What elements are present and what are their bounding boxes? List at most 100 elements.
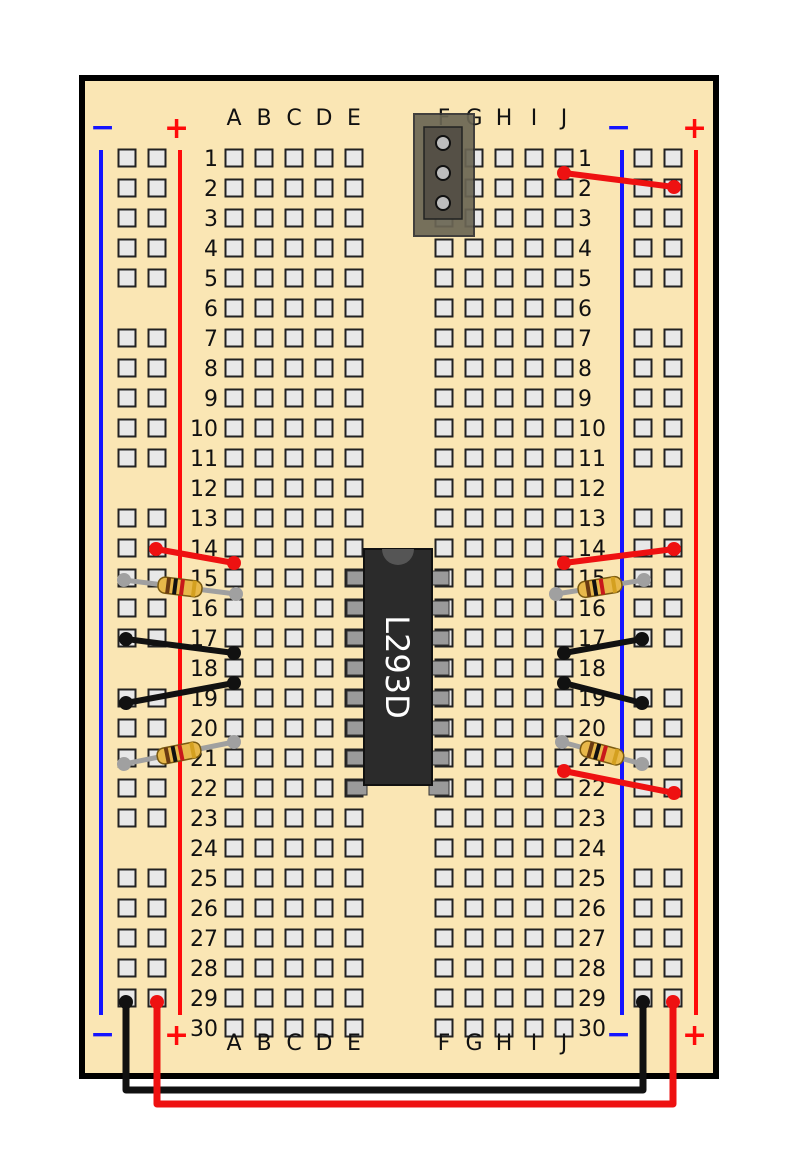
hole-F4	[434, 238, 454, 258]
chip-pin	[428, 780, 450, 796]
hole-J30	[554, 1018, 574, 1038]
hole-G4	[464, 238, 484, 258]
hole-E25	[344, 868, 364, 888]
hole-H7	[494, 328, 514, 348]
hole-E13	[344, 508, 364, 528]
rail-hole	[147, 958, 167, 978]
row-number-right: 2	[578, 177, 592, 202]
red-jumper-wire	[149, 542, 241, 570]
hole-H23	[494, 808, 514, 828]
hole-B16	[254, 598, 274, 618]
rail-hole	[663, 328, 683, 348]
row-number-left: 8	[204, 357, 218, 382]
hole-E11	[344, 448, 364, 468]
hole-B1	[254, 148, 274, 168]
hole-D19	[314, 688, 334, 708]
hole-G10	[464, 418, 484, 438]
hole-H18	[494, 658, 514, 678]
hole-B27	[254, 928, 274, 948]
hole-G21	[464, 748, 484, 768]
hole-F23	[434, 808, 454, 828]
hole-C20	[284, 718, 304, 738]
left-minus-label-top: −	[90, 110, 115, 145]
row-number-left: 18	[190, 657, 218, 682]
left-plus-label-top: +	[164, 111, 189, 146]
row-number-right: 26	[578, 897, 606, 922]
black-jumper-wire	[119, 676, 241, 710]
hole-D29	[314, 988, 334, 1008]
hole-I12	[524, 478, 544, 498]
hole-I24	[524, 838, 544, 858]
hole-B26	[254, 898, 274, 918]
hole-E14	[344, 538, 364, 558]
row-number-right: 5	[578, 267, 592, 292]
hole-H12	[494, 478, 514, 498]
rail-hole	[633, 418, 653, 438]
hole-H6	[494, 298, 514, 318]
hole-I15	[524, 568, 544, 588]
rail-hole	[663, 238, 683, 258]
hole-B24	[254, 838, 274, 858]
terminal-screw-icon	[435, 135, 451, 151]
hole-I16	[524, 598, 544, 618]
hole-E10	[344, 418, 364, 438]
row-number-left: 5	[204, 267, 218, 292]
hole-C11	[284, 448, 304, 468]
hole-I4	[524, 238, 544, 258]
column-label-bottom: G	[465, 1031, 482, 1056]
rail-hole	[633, 928, 653, 948]
hole-A17	[224, 628, 244, 648]
row-number-right: 27	[578, 927, 606, 952]
hole-D14	[314, 538, 334, 558]
row-number-right: 3	[578, 207, 592, 232]
row-number-right: 12	[578, 477, 606, 502]
row-number-left: 22	[190, 777, 218, 802]
hole-E26	[344, 898, 364, 918]
hole-G14	[464, 538, 484, 558]
rail-hole	[663, 868, 683, 888]
row-number-right: 23	[578, 807, 606, 832]
rail-hole	[147, 508, 167, 528]
rail-hole	[663, 718, 683, 738]
power-bridge-wire	[150, 995, 680, 1108]
hole-G17	[464, 628, 484, 648]
rail-hole	[117, 448, 137, 468]
rail-hole	[633, 328, 653, 348]
hole-J12	[554, 478, 574, 498]
hole-A19	[224, 688, 244, 708]
row-number-left: 10	[190, 417, 218, 442]
right-minus-label-bottom: −	[606, 1017, 631, 1052]
hole-J13	[554, 508, 574, 528]
hole-G7	[464, 328, 484, 348]
hole-D17	[314, 628, 334, 648]
hole-A15	[224, 568, 244, 588]
hole-G16	[464, 598, 484, 618]
column-label-bottom: B	[256, 1031, 271, 1056]
hole-J17	[554, 628, 574, 648]
column-label-bottom: F	[438, 1031, 451, 1056]
hole-E24	[344, 838, 364, 858]
hole-D4	[314, 238, 334, 258]
hole-D20	[314, 718, 334, 738]
row-number-left: 20	[190, 717, 218, 742]
row-number-right: 7	[578, 327, 592, 352]
hole-D9	[314, 388, 334, 408]
hole-D21	[314, 748, 334, 768]
rail-hole	[633, 898, 653, 918]
rail-hole	[633, 868, 653, 888]
hole-J29	[554, 988, 574, 1008]
hole-I22	[524, 778, 544, 798]
hole-H22	[494, 778, 514, 798]
rail-hole	[117, 808, 137, 828]
rail-hole	[117, 598, 137, 618]
hole-G9	[464, 388, 484, 408]
hole-F11	[434, 448, 454, 468]
hole-J27	[554, 928, 574, 948]
column-label-bottom: H	[496, 1031, 513, 1056]
hole-A30	[224, 1018, 244, 1038]
hole-I11	[524, 448, 544, 468]
rail-hole	[633, 808, 653, 828]
rail-hole	[147, 928, 167, 948]
hole-A16	[224, 598, 244, 618]
